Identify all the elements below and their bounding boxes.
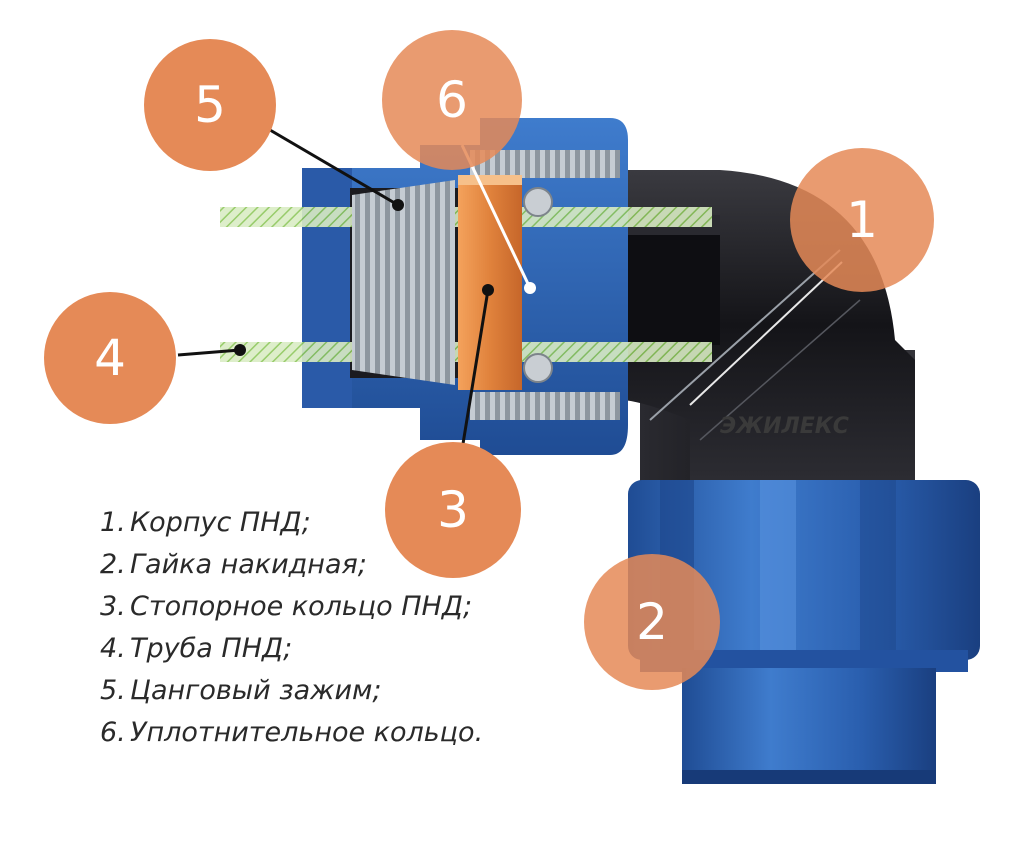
- callout-6-label: 6: [436, 71, 468, 129]
- callout-4-label: 4: [94, 329, 126, 387]
- legend-item-text: Корпус ПНД;: [130, 507, 311, 538]
- callout-1: 1: [790, 148, 934, 292]
- legend-item-number: 5.: [100, 675, 126, 706]
- callout-2-label: 2: [636, 593, 668, 651]
- legend-item-number: 2.: [100, 549, 126, 580]
- legend-item: 3.Стопорное кольцо ПНД;: [100, 586, 483, 628]
- legend-item: 4.Труба ПНД;: [100, 628, 483, 670]
- callout-6: 6: [382, 30, 522, 170]
- legend-item: 5.Цанговый зажим;: [100, 670, 483, 712]
- callout-1-label: 1: [846, 191, 878, 249]
- legend-item-number: 1.: [100, 507, 126, 538]
- legend-item-text: Стопорное кольцо ПНД;: [130, 591, 473, 622]
- legend-item-text: Гайка накидная;: [130, 549, 367, 580]
- legend-item: 6.Уплотнительное кольцо.: [100, 712, 483, 754]
- leader-lines: [177, 128, 843, 451]
- parts-legend: 1.Корпус ПНД; 2.Гайка накидная; 3.Стопор…: [100, 502, 483, 754]
- brand-label: ЭЖИЛЕКС: [720, 414, 849, 439]
- callout-5-label: 5: [194, 76, 226, 134]
- collet: [352, 180, 455, 385]
- legend-item-number: 6.: [100, 717, 126, 748]
- legend-item: 2.Гайка накидная;: [100, 544, 483, 586]
- legend-item: 1.Корпус ПНД;: [100, 502, 483, 544]
- stop-ring: [458, 175, 522, 390]
- o-ring: [523, 187, 553, 383]
- callout-3-label: 3: [437, 481, 469, 539]
- legend-item-text: Труба ПНД;: [130, 633, 293, 664]
- callout-5: 5: [144, 39, 276, 171]
- callout-2: 2: [584, 554, 720, 690]
- legend-item-text: Цанговый зажим;: [130, 675, 382, 706]
- callout-4: 4: [44, 292, 176, 424]
- callout-3: 3: [385, 442, 521, 578]
- legend-item-number: 3.: [100, 591, 126, 622]
- legend-item-text: Уплотнительное кольцо.: [130, 717, 484, 748]
- legend-item-number: 4.: [100, 633, 126, 664]
